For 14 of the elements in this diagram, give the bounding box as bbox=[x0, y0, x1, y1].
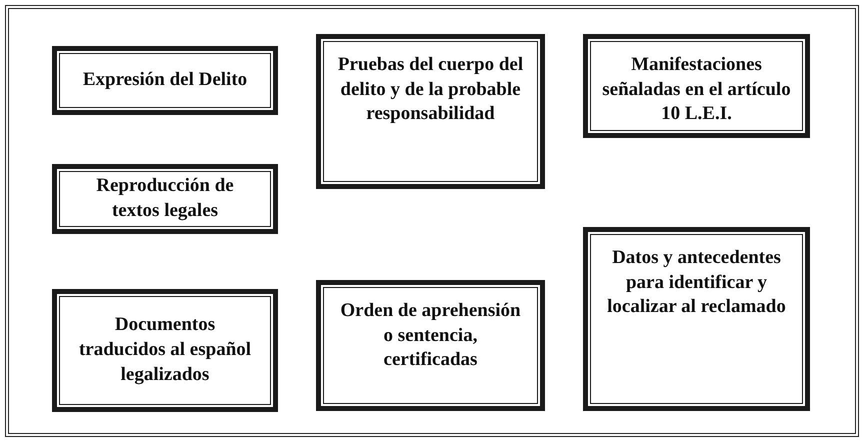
box-label: Documentos traducidos al español legalizados bbox=[78, 313, 252, 387]
box-label: Reproducción de textos legales bbox=[95, 174, 235, 223]
text-box bbox=[583, 34, 810, 138]
text-box bbox=[316, 34, 545, 189]
box-label: Datos y antecedentes para identificar y localizar al reclamado bbox=[606, 246, 787, 320]
box-label: Manifestaciones señaladas en el artículo 10 L.E.I. bbox=[602, 53, 791, 126]
text-box bbox=[52, 164, 278, 234]
text-box bbox=[52, 289, 278, 412]
text-box bbox=[583, 227, 810, 411]
box-label: Expresión del Delito bbox=[82, 68, 248, 92]
text-box bbox=[52, 46, 278, 115]
box-label: Pruebas del cuerpo del delito y de la probable responsabilidad bbox=[336, 53, 524, 126]
box-label: Orden de aprehensión o sentencia, certificadas bbox=[339, 299, 522, 372]
text-box bbox=[316, 280, 545, 411]
